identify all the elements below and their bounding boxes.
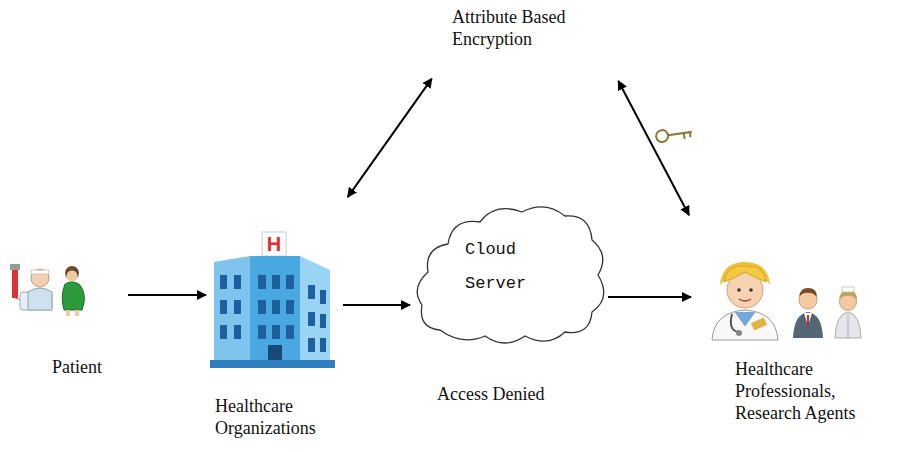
node-label: Attribute Based Encryption: [452, 6, 627, 50]
cloud-node: Cloud Server: [413, 203, 605, 348]
node-label: Patient: [52, 356, 125, 378]
cloud-shape: [417, 207, 604, 343]
patient-icon: [10, 264, 84, 316]
flow-arrow: [608, 296, 691, 298]
svg-text:H: H: [267, 233, 281, 255]
node-label: Healthcare Professionals, Research Agent…: [735, 358, 897, 424]
encryption-node: Attribute Based Encryption: [452, 6, 627, 50]
hospital-icon: H: [210, 232, 335, 368]
professionals-node: Healthcare Professionals, Research Agent…: [695, 255, 900, 424]
flow-arrow: [128, 294, 206, 296]
hospital-node: Healthcare Organizations: [210, 215, 340, 439]
flow-arrow: [618, 81, 689, 215]
node-label: Cloud Server: [465, 233, 545, 301]
key-icon: [655, 126, 692, 143]
node-label: Healthcare Organizations: [215, 395, 340, 439]
patient-node: Patient: [10, 258, 125, 378]
professionals-icon: [712, 262, 861, 340]
flow-arrow: [343, 304, 410, 306]
status-label: Access Denied: [437, 383, 544, 405]
flow-arrow: [348, 79, 432, 198]
